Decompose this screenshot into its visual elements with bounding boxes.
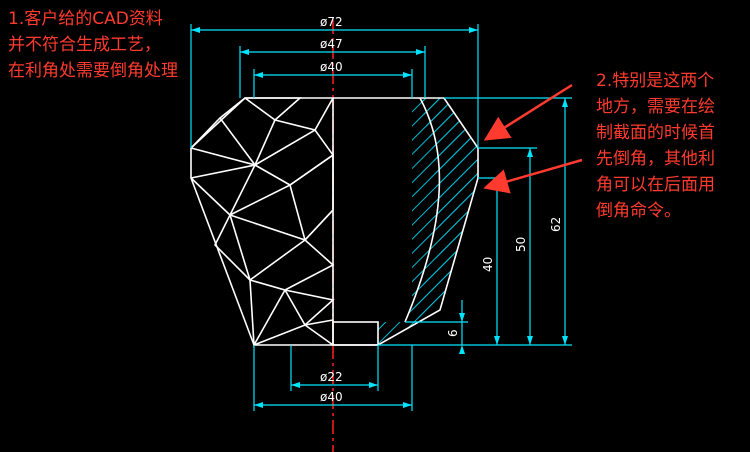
left-note-line-2: 并不符合生成工艺， bbox=[8, 35, 161, 55]
dimension-lines bbox=[190, 24, 572, 411]
right-annotation: 2.特别是这两个 地方，需要在绘 制截面的时候首 先倒角，其他利 角可以在后面用… bbox=[596, 68, 715, 224]
left-annotation: 1.客户给的CAD资料 并不符合生成工艺， 在利角处需要倒角处理 bbox=[8, 6, 178, 84]
pointer-arrow-upper bbox=[483, 83, 573, 141]
dim-h40: 40 bbox=[481, 257, 495, 272]
dim-d22: ø22 bbox=[320, 370, 343, 384]
dim-h6: 6 bbox=[446, 329, 460, 337]
dim-h62: 62 bbox=[549, 217, 563, 232]
right-note-line-1: 2.特别是这两个 bbox=[596, 71, 715, 91]
right-note-line-4: 先倒角，其他利 bbox=[596, 149, 715, 169]
dim-d47: ø47 bbox=[320, 37, 343, 51]
pointer-arrow-lower bbox=[483, 158, 583, 194]
dim-d72: ø72 bbox=[320, 15, 343, 29]
faceted-body-left bbox=[190, 97, 335, 348]
dim-d40-top: ø40 bbox=[320, 60, 343, 74]
dim-h50: 50 bbox=[514, 237, 528, 252]
right-note-line-6: 倒角命令。 bbox=[596, 201, 681, 221]
left-note-line-1: 1.客户给的CAD资料 bbox=[8, 9, 163, 29]
section-body-right bbox=[332, 97, 479, 346]
left-note-line-3: 在利角处需要倒角处理 bbox=[8, 61, 178, 81]
dim-d40-bottom: ø40 bbox=[320, 390, 343, 404]
right-note-line-2: 地方，需要在绘 bbox=[596, 97, 715, 117]
dimension-arrows bbox=[191, 27, 568, 408]
right-note-line-5: 角可以在后面用 bbox=[596, 175, 715, 195]
right-note-line-3: 制截面的时候首 bbox=[596, 123, 715, 143]
